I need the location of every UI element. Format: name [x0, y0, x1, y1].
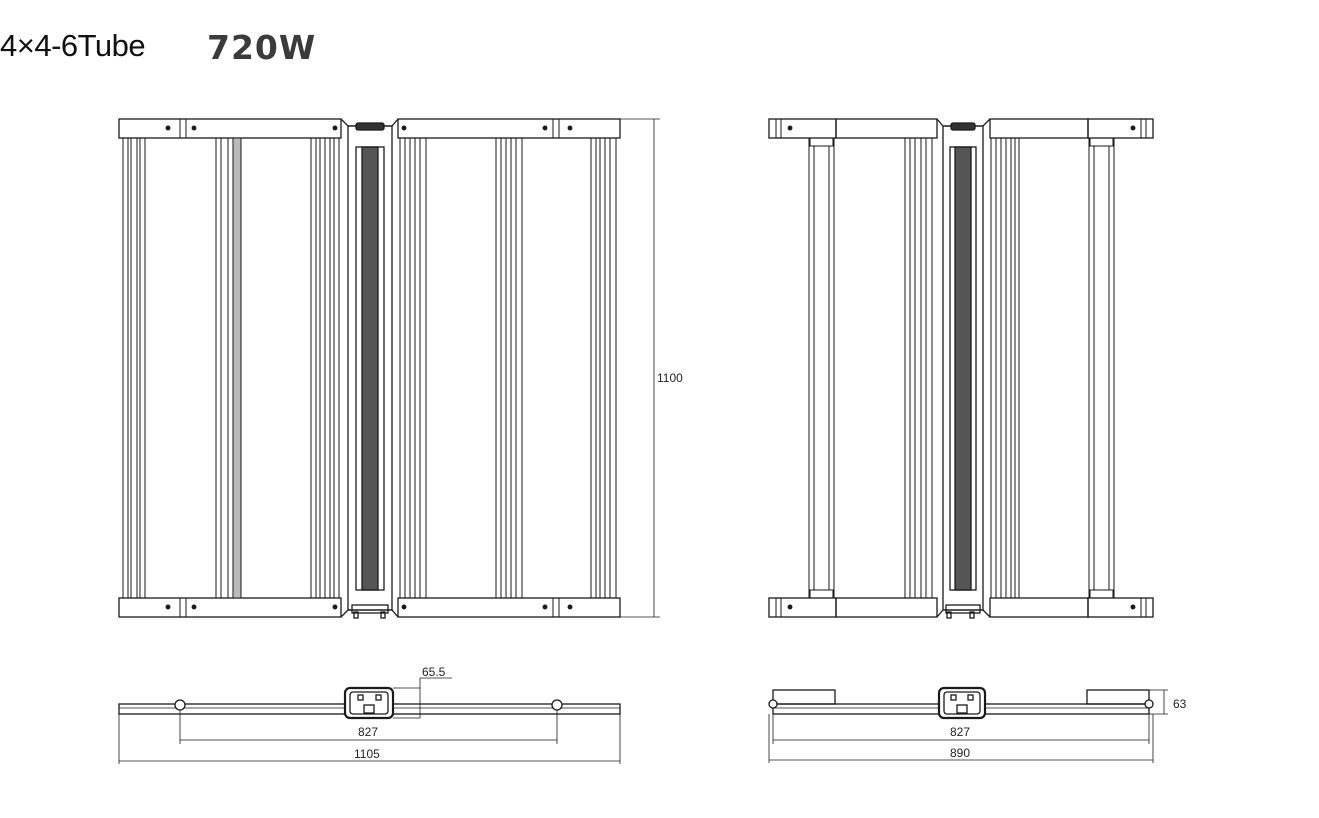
span-label: 827 — [950, 725, 970, 739]
height-dimension — [620, 118, 660, 618]
width-label: 890 — [950, 746, 970, 760]
box-dimension — [393, 677, 452, 719]
bottom-bar-left — [118, 597, 342, 618]
led-tubes — [122, 137, 617, 599]
span-dimension — [179, 710, 558, 744]
height-label: 1100 — [657, 371, 683, 385]
led-tube — [590, 137, 617, 599]
top-bar-right — [397, 118, 621, 139]
model-title: 4×4-6Tube — [0, 28, 146, 63]
driver-box — [343, 686, 395, 720]
top-bar-left — [118, 118, 342, 139]
width-dimension — [768, 714, 1154, 763]
width-dimension — [118, 714, 621, 764]
side-view-folded: 63 827 890 — [768, 686, 1187, 763]
width-label: 1105 — [354, 747, 380, 761]
led-tube — [310, 137, 340, 599]
led-tube — [122, 137, 146, 599]
driver-box — [937, 686, 987, 720]
span-label: 827 — [358, 725, 378, 739]
box-label: 65.5 — [422, 665, 446, 679]
led-tube — [495, 137, 523, 599]
front-view-open: 1100 — [118, 118, 683, 619]
power-rating: 720W — [207, 28, 317, 67]
thickness-dimension — [1149, 689, 1168, 715]
led-tube — [215, 137, 242, 599]
bottom-bar-right — [397, 597, 621, 618]
side-view-open: 65.5 827 1105 — [118, 665, 621, 764]
thickness-label: 63 — [1173, 697, 1187, 711]
span-dimension — [772, 714, 1150, 744]
central-driver — [936, 118, 991, 619]
front-view-folded — [768, 118, 1154, 619]
led-tube — [399, 137, 427, 599]
hinge-markers — [165, 125, 573, 610]
central-driver — [340, 118, 399, 619]
